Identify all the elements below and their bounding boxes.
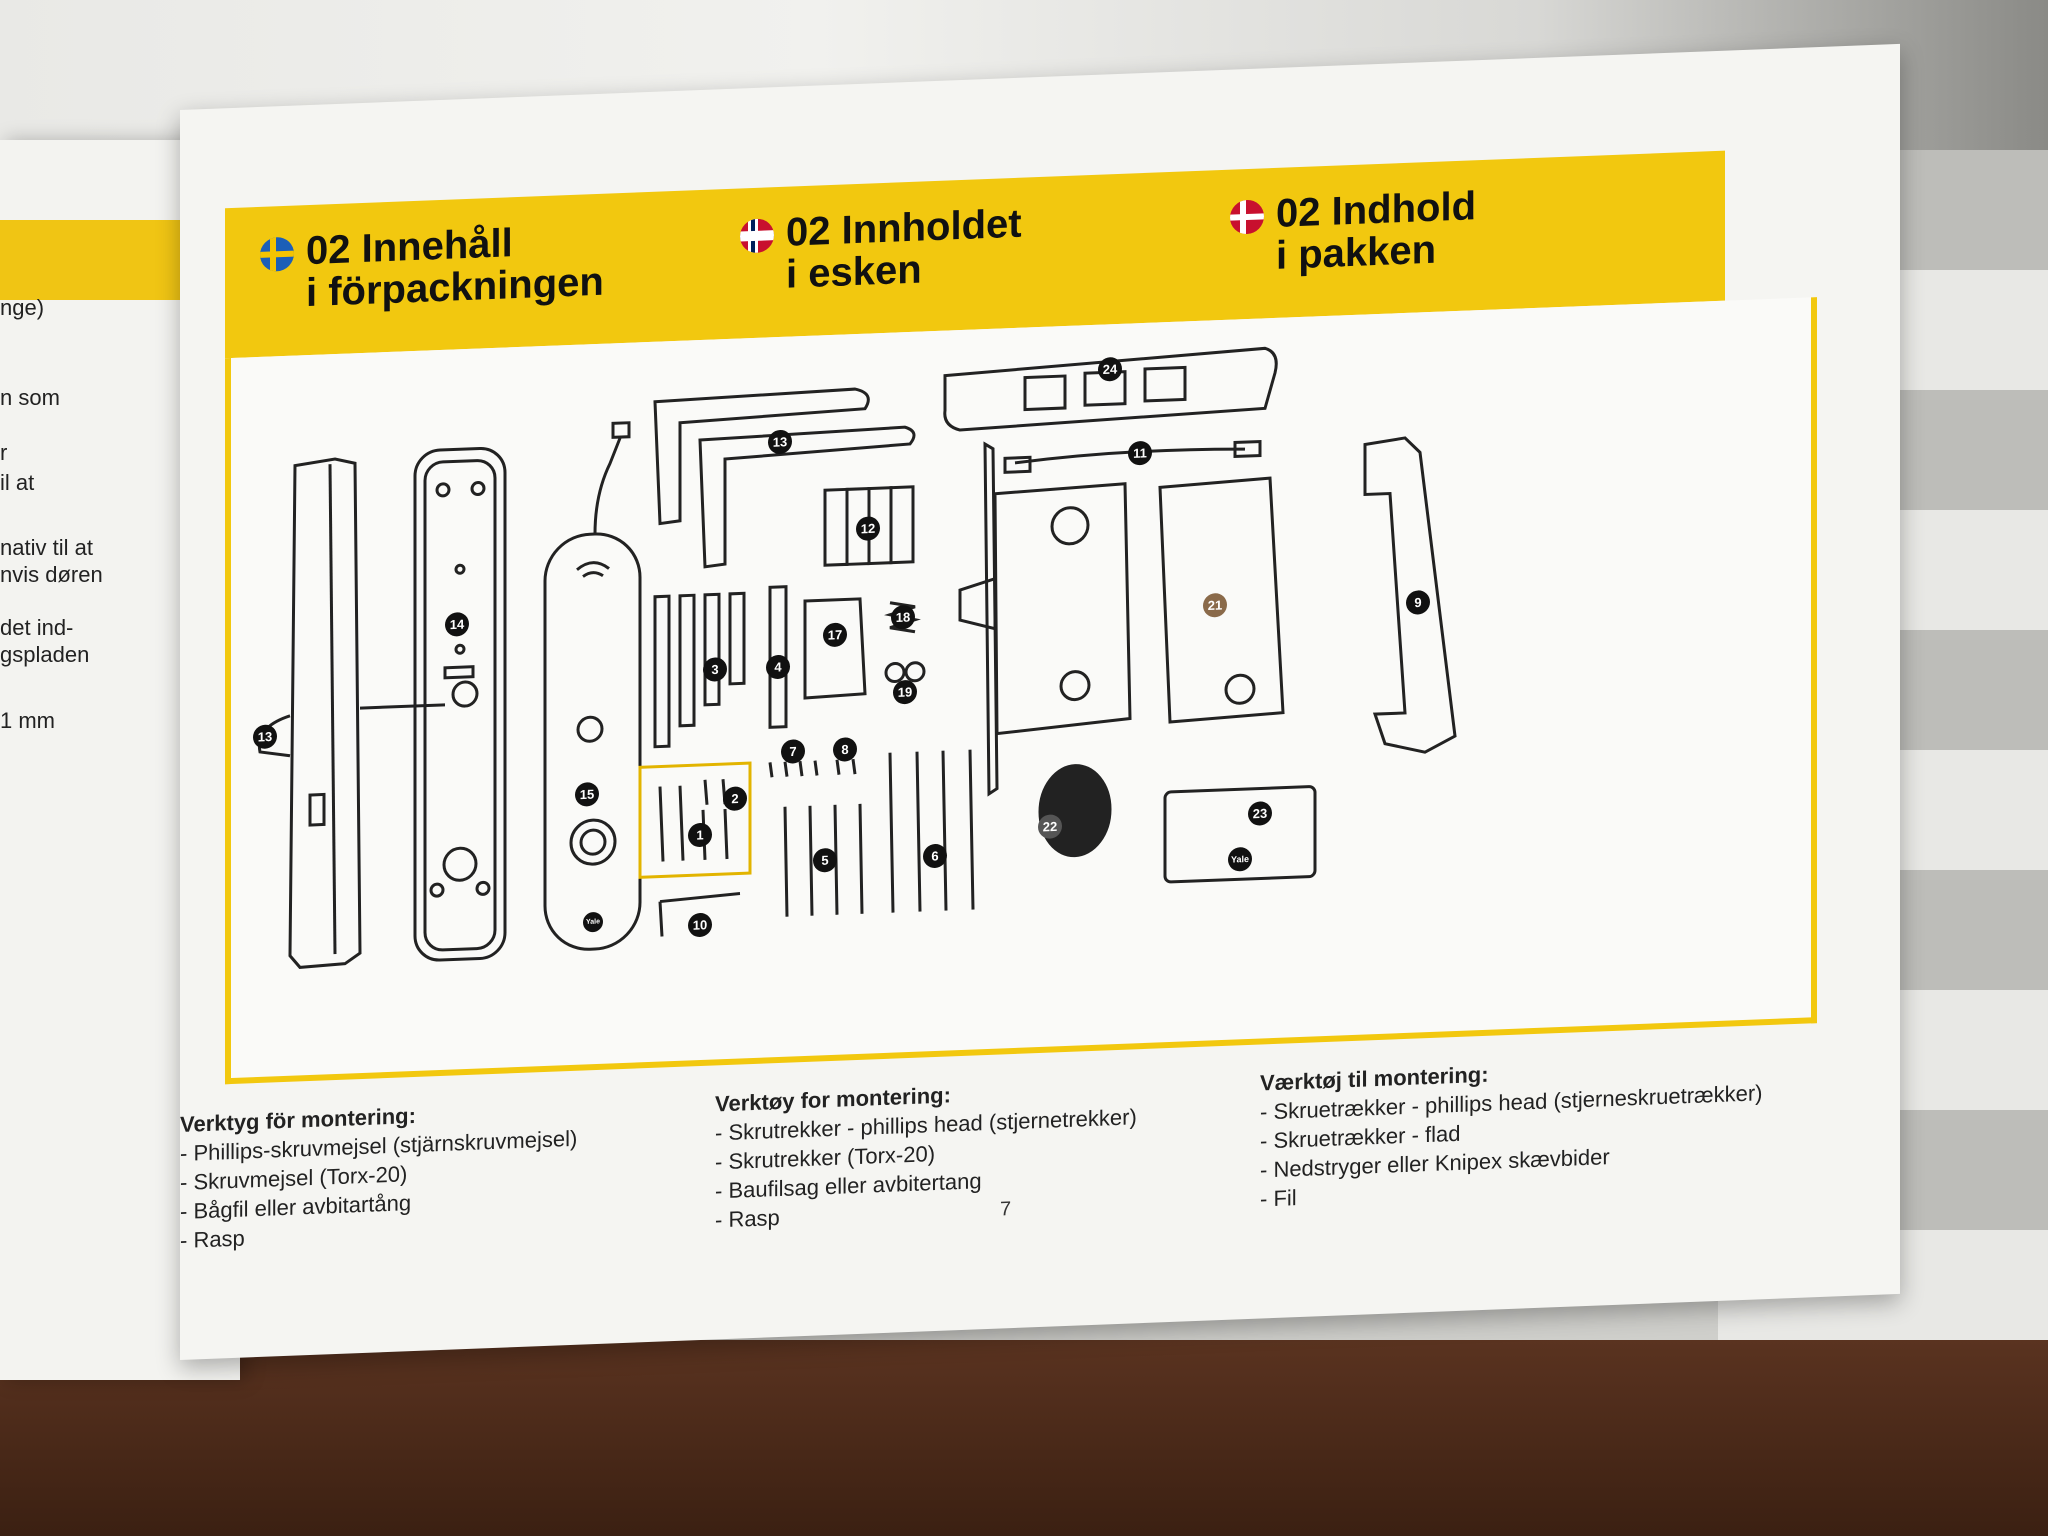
denmark-flag-icon [1230, 199, 1264, 236]
tools-danish: Værktøj til montering: - Skruetrækker - … [1260, 1045, 1860, 1213]
key-card [1163, 785, 1317, 884]
part-number-3: 3 [711, 662, 718, 677]
door-profile-plate [1363, 436, 1457, 754]
heading-danish: 02 Indhold i pakken [1230, 184, 1476, 278]
part-number-9: 9 [1414, 595, 1421, 610]
part-number-6: 6 [931, 848, 938, 863]
part-number-5: 5 [821, 853, 828, 868]
left-fragment: nativ til at [0, 535, 93, 560]
norway-flag-icon [740, 218, 774, 254]
wood-screws [658, 785, 729, 862]
screw-group-frame [638, 761, 752, 879]
cylinder-adapter [768, 585, 788, 729]
manual-page: 02 Innehåll i förpackningen 02 Innholdet… [180, 43, 1900, 1360]
small-screws [768, 758, 857, 778]
yale-logo: Yale [1231, 854, 1249, 865]
part-number-8: 8 [841, 742, 848, 757]
left-fragment: il at [0, 470, 35, 495]
heading-line2: i pakken [1276, 227, 1437, 278]
spindles [653, 591, 746, 749]
clip [884, 662, 906, 684]
part-number-1: 1 [696, 827, 703, 842]
tools-swedish: Verktyg för montering: - Phillips-skruvm… [180, 1090, 700, 1255]
drilling-template [1158, 476, 1285, 724]
left-fragment: n som [0, 385, 60, 410]
part-number-15: 14 [450, 617, 465, 633]
bolts-long [888, 749, 975, 913]
key-fob [1038, 764, 1112, 858]
part-number-24: 24 [1103, 361, 1118, 377]
mortise-lock [958, 441, 1132, 797]
clip [904, 661, 926, 683]
heading-line1: 02 Indhold [1276, 184, 1476, 236]
part-number-19: 19 [898, 684, 912, 700]
mounting-bracket [803, 597, 867, 700]
part-number-7: 7 [789, 744, 796, 759]
left-fragment: gspladen [0, 642, 90, 667]
heading-line2: i esken [786, 247, 922, 297]
parts-illustration: 13 14 15 13 12 3 4 17 18 19 1 2 7 8 5 6 … [253, 346, 1457, 969]
part-number-10: 10 [693, 917, 707, 933]
part-number-12: 12 [861, 521, 875, 537]
hex-key [658, 891, 741, 937]
part-number-17: 17 [828, 627, 842, 643]
back-plate [413, 446, 507, 962]
left-fragment: det ind- [0, 615, 74, 640]
part-number-11: 11 [1133, 445, 1147, 461]
part-number-18: 18 [896, 609, 910, 625]
bolts-short [783, 803, 864, 917]
part-number-14: 13 [258, 729, 272, 745]
cable [1014, 447, 1246, 465]
tools-norwegian: Verktøy for montering: - Skrutrekker - p… [715, 1069, 1235, 1234]
left-fragment: nge) [0, 295, 45, 320]
part-number-4: 4 [774, 659, 782, 674]
sweden-flag-icon [260, 237, 294, 273]
left-fragment: nvis døren [0, 562, 103, 587]
heading-line1: 02 Innholdet [786, 201, 1022, 255]
strike-plate [943, 346, 1278, 432]
left-fragment: 1 mm [0, 708, 55, 733]
left-fragment: r [0, 440, 8, 465]
part-number-23: 23 [1253, 806, 1267, 822]
heading-swedish: 02 Innehåll i förpackningen [260, 219, 604, 316]
part-number-2: 2 [731, 791, 738, 806]
part-number-markers: 13 14 15 13 12 3 4 17 18 19 1 2 7 8 5 6 … [253, 357, 1430, 938]
short-screws [703, 778, 727, 805]
yale-logo: Yale [586, 918, 600, 926]
outer-lock-body [257, 457, 445, 969]
part-number-16: 15 [580, 787, 594, 803]
keypad-unit [543, 421, 642, 951]
left-page-yellow-band [0, 220, 200, 300]
page-number: 7 [1000, 1198, 1012, 1221]
part-number-13: 13 [773, 434, 787, 450]
part-number-21: 21 [1208, 597, 1222, 613]
wooden-table [0, 1340, 2048, 1536]
handles [653, 387, 916, 569]
part-number-22: 22 [1043, 819, 1057, 835]
heading-norwegian: 02 Innholdet i esken [740, 201, 1022, 298]
